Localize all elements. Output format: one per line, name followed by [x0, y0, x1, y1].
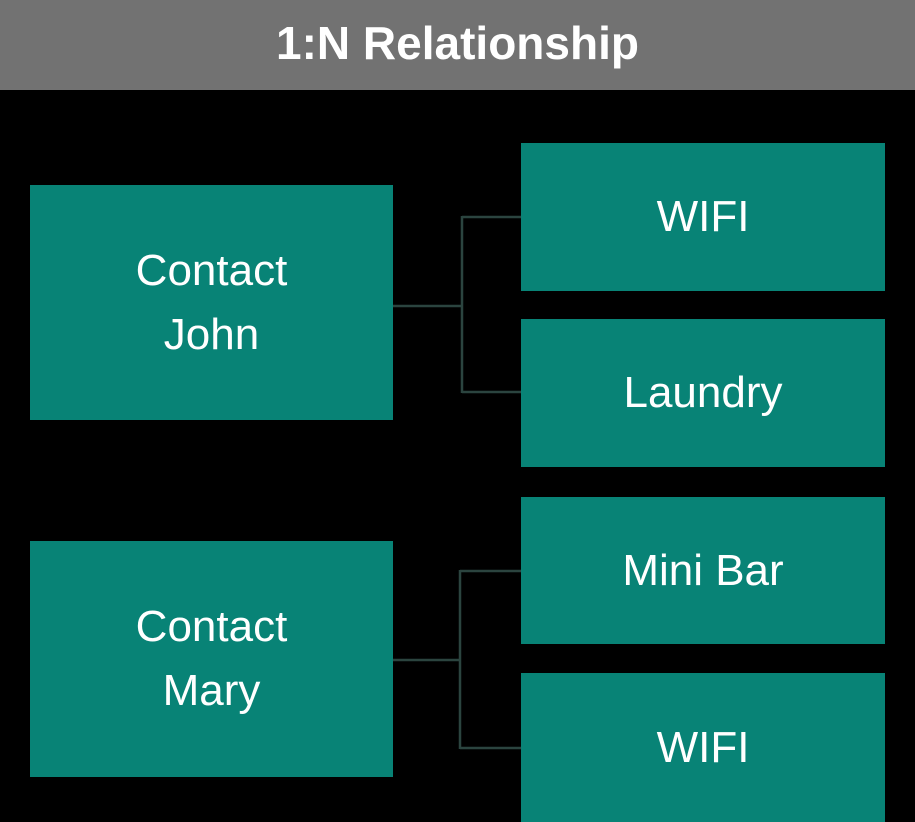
node-label: WIFI — [656, 722, 750, 772]
node-wifi-of-mary: WIFI — [521, 673, 885, 822]
node-contact-john: Contact John — [30, 185, 393, 420]
node-label: Mini Bar — [622, 545, 784, 595]
node-label: Contact John — [135, 245, 288, 359]
node-mini-bar-of-mary: Mini Bar — [521, 497, 885, 644]
title-bar: 1:N Relationship — [0, 0, 915, 90]
node-label: Contact Mary — [135, 602, 288, 715]
node-label: WIFI — [656, 192, 750, 242]
node-label: Laundry — [623, 368, 783, 418]
node-contact-mary: Contact Mary — [30, 541, 393, 777]
connector-mary-children — [393, 569, 521, 750]
connector-john-children — [393, 215, 521, 394]
node-laundry-of-john: Laundry — [521, 319, 885, 467]
page-title: 1:N Relationship — [276, 17, 639, 69]
node-wifi-of-john: WIFI — [521, 143, 885, 291]
